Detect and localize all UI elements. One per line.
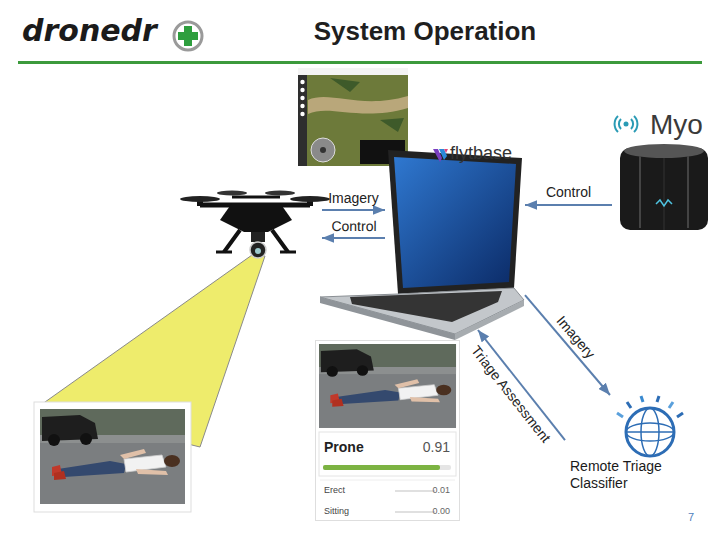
myo-icon	[624, 122, 629, 127]
class-name: Prone	[324, 439, 364, 456]
edge-label: Triage Assessment	[468, 343, 554, 446]
drone-figure	[251, 232, 265, 242]
myo-armband	[624, 144, 704, 158]
myo-armband	[620, 148, 708, 230]
result-card-art	[395, 511, 435, 513]
classifier-name: Remote Triage Classifier	[570, 458, 690, 492]
drone-figure	[180, 196, 220, 202]
classifier-globe	[677, 413, 683, 417]
myo-icon	[631, 119, 633, 129]
device-name: Myo	[650, 108, 703, 142]
page-number: 7	[688, 511, 694, 524]
bottom-photo	[34, 402, 191, 512]
result-card-art	[323, 465, 440, 470]
laptop-figure	[394, 157, 516, 288]
class-score: 0.91	[423, 439, 450, 456]
class-score: 0.00	[432, 506, 450, 517]
header-rule	[18, 61, 702, 64]
drone-node	[175, 190, 322, 268]
flytbase-screenshot	[330, 78, 404, 132]
logo-mark	[178, 32, 198, 40]
myo-armband	[687, 156, 689, 228]
flytbase-screenshot	[298, 75, 307, 166]
result-card-art	[320, 480, 455, 481]
flytbase-screenshot	[308, 96, 408, 114]
class-name: Erect	[324, 485, 345, 496]
drone-figure	[250, 242, 266, 258]
class-name: Sitting	[324, 506, 349, 517]
drone-figure	[180, 191, 330, 259]
flytbase-screenshot	[300, 80, 304, 84]
flytbase-screenshot	[300, 112, 304, 116]
result-card-art	[319, 344, 456, 428]
laptop-figure	[320, 297, 455, 340]
result-card-art	[323, 465, 451, 470]
result-card-art	[319, 432, 456, 476]
flytbase-screenshot	[311, 138, 335, 162]
laptop-figure	[320, 150, 524, 340]
myo-armband	[639, 156, 641, 228]
flow-arrow	[322, 209, 385, 211]
classifier-globe	[657, 396, 659, 402]
classifier-globe	[626, 431, 674, 433]
laptop-figure	[455, 300, 524, 340]
flow-arrow	[525, 295, 610, 395]
flytbase-screenshot	[320, 147, 326, 153]
result-card: Prone 0.91Erect 0.01Sitting 0.00	[315, 340, 460, 521]
slide-title: System Operation	[314, 17, 537, 47]
laptop-figure	[388, 150, 522, 294]
result-card-art	[316, 341, 459, 519]
drone-figure	[265, 191, 295, 196]
myo-icon	[615, 116, 618, 132]
class-score: 0.01	[432, 485, 450, 496]
classifier-globe	[669, 402, 673, 408]
flytbase-icon	[439, 149, 447, 160]
classifier-globe	[626, 408, 674, 456]
myo-icon	[615, 116, 638, 132]
logo-mark	[174, 22, 202, 50]
logo-wordmark: dronedr	[22, 14, 157, 49]
myo-armband	[620, 144, 708, 230]
edge-label: Control	[331, 218, 376, 234]
flytbase-screenshot	[298, 68, 408, 75]
logo-mark	[174, 22, 202, 50]
classifier-globe	[641, 396, 643, 402]
flow-arrow	[525, 204, 612, 206]
myo-icon	[619, 119, 621, 129]
armband-node: Myo	[612, 108, 712, 238]
drone-figure	[290, 196, 330, 202]
result-card-art	[316, 341, 459, 519]
flytbase-icon	[444, 149, 448, 153]
laptop-node: flytbase	[385, 140, 525, 330]
flytbase-screenshot	[300, 104, 304, 108]
bottom-photo	[40, 409, 185, 504]
myo-armband	[656, 200, 672, 206]
result-card-art	[395, 490, 435, 492]
classifier-globe	[617, 396, 683, 456]
drone-figure	[217, 191, 247, 196]
classifier-globe	[627, 402, 631, 408]
myo-icon	[634, 116, 637, 132]
classifier-globe	[617, 413, 623, 417]
edge-label: Control	[546, 184, 591, 200]
edge-label: Imagery	[554, 313, 599, 362]
edge-label: Imagery	[328, 190, 379, 206]
flytbase-icon	[433, 149, 448, 162]
myo-armband	[664, 158, 665, 230]
flytbase-screenshot	[300, 96, 304, 100]
drone-figure	[255, 248, 261, 254]
classifier-globe	[626, 423, 674, 441]
drone-figure	[232, 196, 280, 199]
drone-figure	[220, 203, 292, 232]
classifier-node: Remote Triage Classifier	[565, 395, 695, 505]
bottom-photo	[34, 402, 191, 512]
flow-arrow	[322, 237, 385, 239]
software-name: flytbase	[450, 143, 512, 165]
flytbase-screenshot	[300, 88, 304, 92]
flow-arrow	[478, 330, 565, 440]
